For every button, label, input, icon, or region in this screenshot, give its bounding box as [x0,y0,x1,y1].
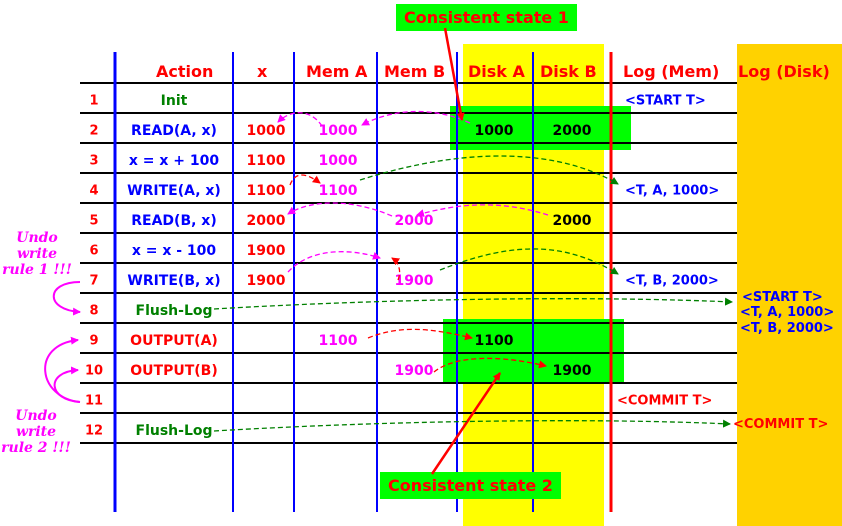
consistent-state-2-callout: Consistent state 2 [380,472,561,499]
undo-rule-2-note: Undo write rule 2 !!! [1,408,71,456]
header-x: x [257,62,268,81]
row-number: 7 [89,273,99,289]
row-number: 2 [89,123,99,139]
action-cell: OUTPUT(A) [130,333,218,349]
disk-a-cell: 1000 [474,123,514,139]
row-number: 8 [89,303,99,319]
x-cell: 1900 [246,243,286,259]
log-disk-t-b: <T, B, 2000> [740,321,834,336]
arrow-x-to-mem-b [287,251,381,273]
log-mem-entry: <COMMIT T> [617,393,713,409]
disk-a-cell: 1100 [474,333,514,349]
row-number: 6 [89,243,99,259]
arrow-mem-b-to-x [287,202,393,217]
row-number: 4 [89,183,99,199]
consistent-state-1-callout: Consistent state 1 [396,4,577,31]
mem-a-cell: 1100 [318,183,358,199]
action-cell: READ(B, x) [131,213,217,229]
mem-b-cell: 2000 [394,213,434,229]
x-cell: 2000 [246,213,286,229]
row-number: 12 [84,423,104,439]
action-cell: x = x - 100 [131,243,217,259]
log-disk-band [737,44,842,526]
header-log-disk: Log (Disk) [738,62,830,81]
row-number: 11 [84,393,104,409]
undo-rule-2-curve-b [53,366,81,403]
arrow-write-a-to-log [359,155,619,185]
mem-a-cell: 1100 [318,333,358,349]
log-mem-entry: <T, B, 2000> [625,273,719,289]
arrow-disk-b-to-mem-b [416,204,549,217]
action-cell: READ(A, x) [131,123,217,139]
disk-b-cell: 1900 [552,363,592,379]
action-cell: Flush-Log [135,303,213,319]
header-disk-a: Disk A [468,62,525,81]
row-number: 9 [89,333,99,349]
arrow-write-b-to-log [439,248,619,275]
action-cell: Init [160,93,188,109]
log-disk-start: <START T> [742,290,823,305]
arrow-mem-a-to-disk-a [367,328,473,341]
x-cell: 1900 [246,273,286,289]
x-cell: 1100 [246,183,286,199]
arrow-x-to-mem-a [289,174,321,186]
action-cell: OUTPUT(B) [130,363,218,379]
undo-rule-1-curve [52,281,81,316]
arrow-mem-b-to-disk-b [433,357,547,373]
undo-rule-1-note: Undo write rule 1 !!! [2,230,72,278]
mem-b-cell: 1900 [394,273,434,289]
disk-b-cell: 2000 [552,213,592,229]
arrow-mem-b-write [391,257,401,281]
arrow-flush-log-2 [213,419,731,432]
header-mem-a: Mem A [306,62,368,81]
row-number: 1 [89,93,99,109]
disk-b-cell: 2000 [552,123,592,139]
row-number: 10 [84,363,104,379]
log-mem-entry: <T, A, 1000> [625,183,720,199]
header-action: Action [156,62,214,81]
action-cell: WRITE(A, x) [127,183,221,199]
x-cell: 1000 [246,123,286,139]
header-disk-b: Disk B [540,62,597,81]
row-number: 3 [89,153,99,169]
arrow-flush-log-1 [213,297,733,310]
arrow-mem-a-to-x [277,112,323,127]
log-disk-commit: <COMMIT T> [733,417,829,432]
log-mem-entry: <START T> [625,93,706,109]
row-number: 5 [89,213,99,229]
mem-b-cell: 1900 [394,363,434,379]
header-mem-b: Mem B [384,62,446,81]
log-disk-t-a: <T, A, 1000> [740,305,835,320]
action-cell: x = x + 100 [128,153,220,169]
consistent-2-pointer [430,372,502,475]
mem-a-cell: 1000 [318,123,358,139]
mem-a-cell: 1000 [318,153,358,169]
action-cell: Flush-Log [135,423,213,439]
arrow-disk-a-to-mem-a [361,110,471,126]
action-cell: WRITE(B, x) [127,273,221,289]
x-cell: 1100 [246,153,286,169]
header-log-mem: Log (Mem) [623,62,720,81]
consistent-1-pointer [443,27,465,121]
